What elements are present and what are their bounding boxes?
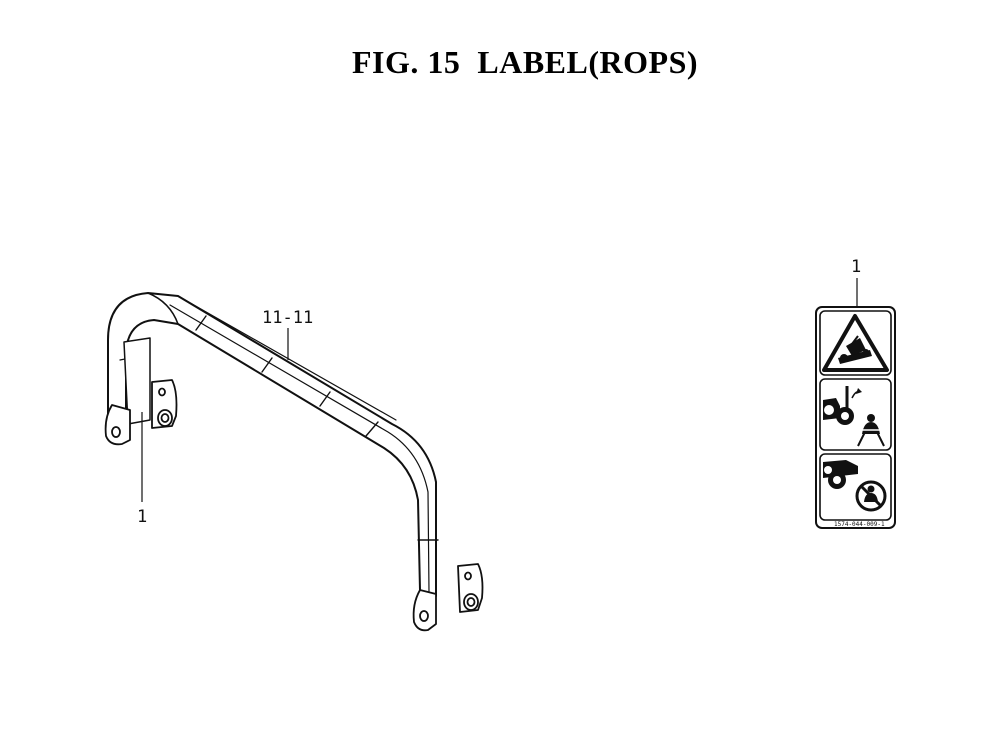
rops-roll-bar	[107, 292, 439, 597]
leader-lines	[141, 278, 858, 502]
callout-rops-bar: 11-11	[262, 308, 313, 328]
fold-rops-seatbelt-icon	[819, 378, 892, 451]
callout-label-detail: 1	[851, 257, 861, 277]
right-mount-bracket	[412, 563, 484, 632]
figure-title: FIG. 15 LABEL(ROPS)	[351, 44, 699, 80]
left-mount-bracket	[104, 379, 178, 446]
callout-label-on-frame: 1	[137, 507, 147, 527]
no-seatbelt-when-folded-icon	[819, 453, 892, 521]
rollover-warning-icon	[819, 310, 892, 376]
label-part-number: 1574-044-009-1	[834, 521, 885, 528]
label-decal: 1574-044-009-1	[815, 306, 896, 529]
